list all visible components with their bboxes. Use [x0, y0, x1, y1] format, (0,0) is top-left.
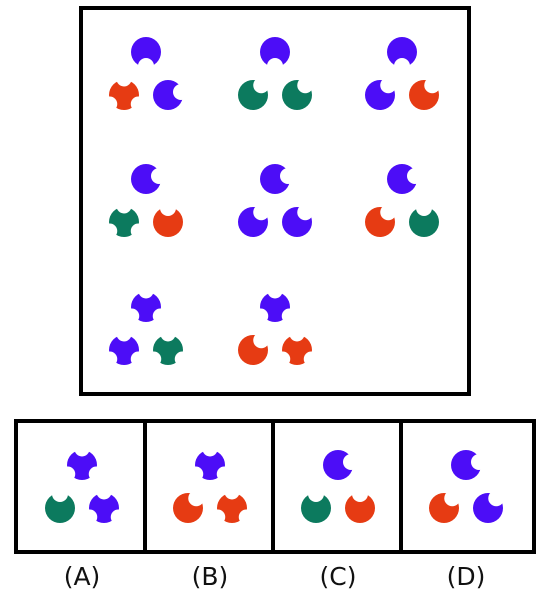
top-glyph-bite-right: [131, 164, 161, 194]
option-a-label[interactable]: (A): [64, 562, 101, 591]
option-b-label[interactable]: (B): [192, 562, 229, 591]
top-glyph-bite-right: [260, 164, 290, 194]
answer-options: [45, 450, 503, 523]
left-glyph-bite-top-right: [238, 335, 268, 365]
grid-cell-r2c3: [365, 164, 439, 237]
right-glyph-bite-top: [409, 207, 439, 237]
option-c-label[interactable]: (C): [320, 562, 357, 591]
right-glyph-bite-top-right: [409, 80, 439, 110]
left-glyph-bite-top: [45, 493, 75, 523]
puzzle-grid: [109, 37, 439, 365]
option-c-figure: [301, 450, 375, 523]
top-glyph-bite-right: [451, 450, 481, 480]
option-a-figure: [45, 450, 119, 523]
option-b[interactable]: [173, 450, 247, 523]
right-glyph-bite-top: [153, 207, 183, 237]
grid-cell-r3c2: [238, 292, 312, 365]
grid-cell-r2c2: [238, 164, 312, 237]
grid-cell-r1c1: [109, 37, 183, 110]
left-glyph-tri-notch: [109, 335, 139, 365]
right-glyph-tri-notch: [89, 493, 119, 523]
left-glyph-bite-top-right: [173, 493, 203, 523]
left-glyph-tri-notch: [109, 207, 139, 237]
left-glyph-bite-top-right: [429, 493, 459, 523]
option-d-figure: [429, 450, 503, 523]
top-glyph-tri-notch: [195, 450, 225, 480]
top-glyph-bite-bottom: [387, 37, 417, 67]
right-glyph-tri-notch: [282, 335, 312, 365]
left-glyph-tri-notch: [109, 80, 139, 110]
top-glyph-tri-notch: [67, 450, 97, 480]
right-glyph-bite-top-right: [282, 207, 312, 237]
right-glyph-bite-right: [153, 80, 183, 110]
option-d-label[interactable]: (D): [447, 562, 486, 591]
top-glyph-bite-right: [387, 164, 417, 194]
right-glyph-tri-notch: [217, 493, 247, 523]
grid-cell-r2c1: [109, 164, 183, 237]
left-glyph-bite-top-right: [365, 207, 395, 237]
top-glyph-tri-notch: [260, 292, 290, 322]
right-glyph-bite-top: [345, 493, 375, 523]
right-glyph-tri-notch: [153, 335, 183, 365]
grid-cell-r3c1: [109, 292, 183, 365]
left-glyph-bite-top: [301, 493, 331, 523]
top-glyph-bite-right: [323, 450, 353, 480]
option-c[interactable]: [301, 450, 375, 523]
top-glyph-bite-bottom: [131, 37, 161, 67]
left-glyph-bite-top-right: [238, 80, 268, 110]
top-glyph-tri-notch: [131, 292, 161, 322]
right-glyph-bite-top-right: [282, 80, 312, 110]
option-b-figure: [173, 450, 247, 523]
left-glyph-bite-top-right: [238, 207, 268, 237]
option-a[interactable]: [45, 450, 119, 523]
grid-cell-r1c3: [365, 37, 439, 110]
puzzle-grid-frame: [79, 6, 471, 396]
grid-cell-r1c2: [238, 37, 312, 110]
top-glyph-bite-bottom: [260, 37, 290, 67]
option-d[interactable]: [429, 450, 503, 523]
left-glyph-bite-top-right: [365, 80, 395, 110]
right-glyph-bite-top-right: [473, 493, 503, 523]
